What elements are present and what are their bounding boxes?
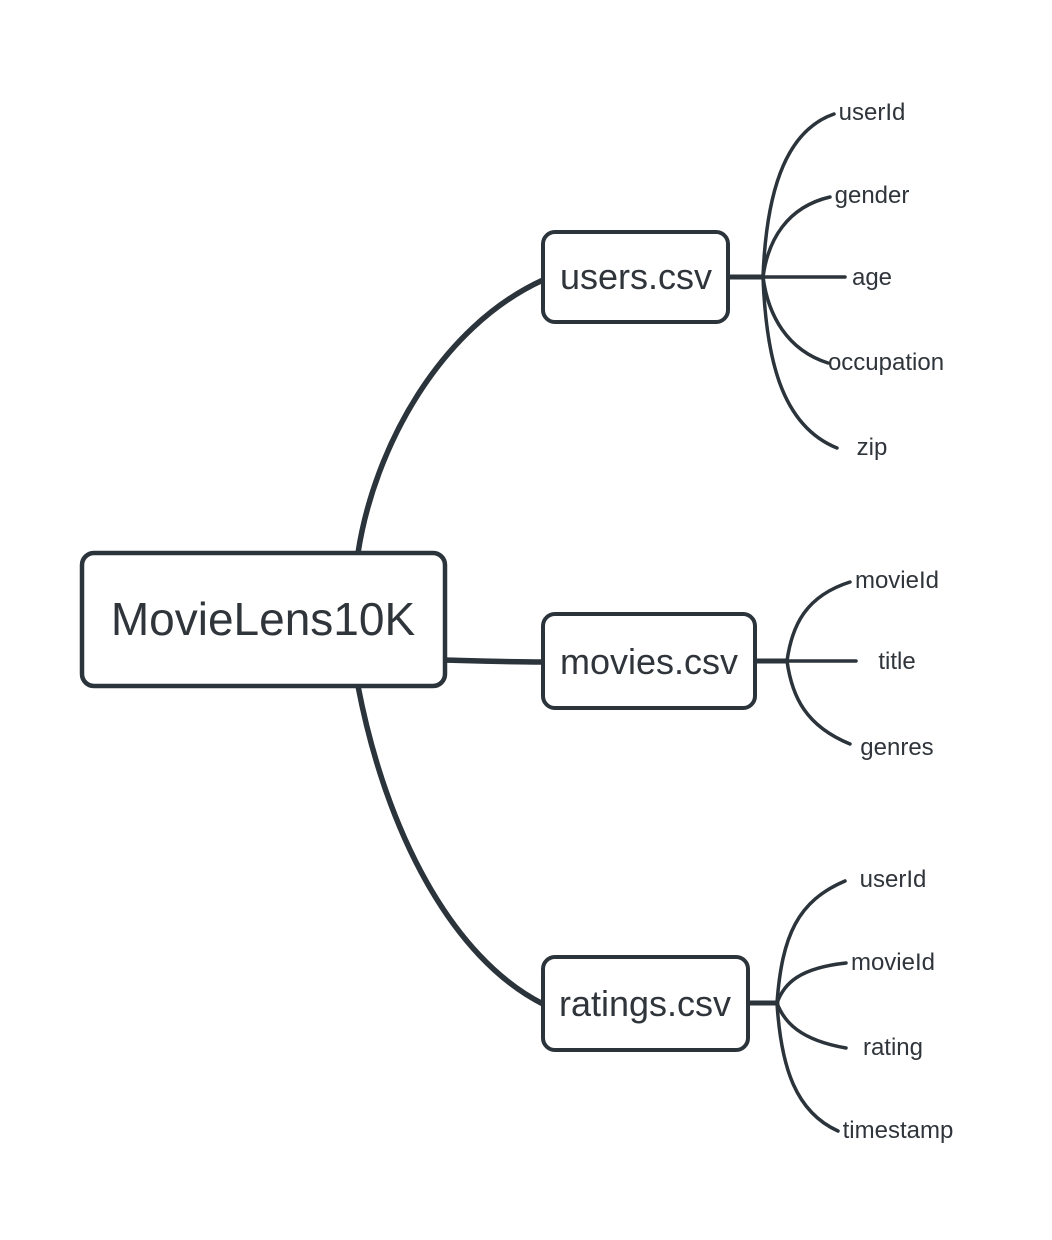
movies-fan-edges xyxy=(752,580,858,746)
leaf-users-age-label: age xyxy=(852,264,892,291)
edge-movies-movieid xyxy=(785,580,852,663)
edge-users-occupation xyxy=(761,275,830,365)
node-movies-box xyxy=(541,612,757,710)
node-movies-label: movies.csv xyxy=(560,641,738,682)
node-users-box xyxy=(541,230,730,324)
edge-root-ratings xyxy=(355,683,546,1007)
edge-ratings-movieid xyxy=(775,961,848,1005)
leaf-users-occupation-label: occupation xyxy=(828,349,944,376)
leaf-ratings-userid-label: userId xyxy=(860,866,927,893)
leaf-users-userid-label: userId xyxy=(839,99,906,126)
leaf-movies-title-label: title xyxy=(878,648,915,675)
edge-ratings-userid xyxy=(775,879,847,1005)
leaf-ratings-movieid-label: movieId xyxy=(851,949,935,976)
node-ratings-box xyxy=(541,955,750,1052)
leaf-users-gender-label: gender xyxy=(835,182,910,209)
edge-users-zip xyxy=(761,275,839,450)
edge-root-users xyxy=(355,277,546,556)
edge-ratings-rating xyxy=(775,1001,848,1050)
users-fan-edges xyxy=(725,112,847,450)
leaf-users-zip-label: zip xyxy=(857,434,888,461)
edge-movies-genres xyxy=(785,659,852,746)
ratings-fan-edges xyxy=(745,879,848,1133)
node-root-label: MovieLens10K xyxy=(111,593,416,645)
edge-users-gender xyxy=(761,195,832,279)
node-root-box xyxy=(79,550,448,689)
leaf-movies-movieid-label: movieId xyxy=(855,567,939,594)
edge-ratings-timestamp xyxy=(775,1001,840,1133)
edge-users-userid xyxy=(761,112,836,279)
leaf-ratings-timestamp-label: timestamp xyxy=(843,1117,954,1144)
leaf-ratings-rating-label: rating xyxy=(863,1034,923,1061)
node-users-label: users.csv xyxy=(560,256,712,297)
node-ratings-label: ratings.csv xyxy=(559,983,731,1024)
leaf-movies-genres-label: genres xyxy=(860,734,933,761)
root-edges xyxy=(355,277,546,1007)
edge-root-movies xyxy=(442,657,546,665)
